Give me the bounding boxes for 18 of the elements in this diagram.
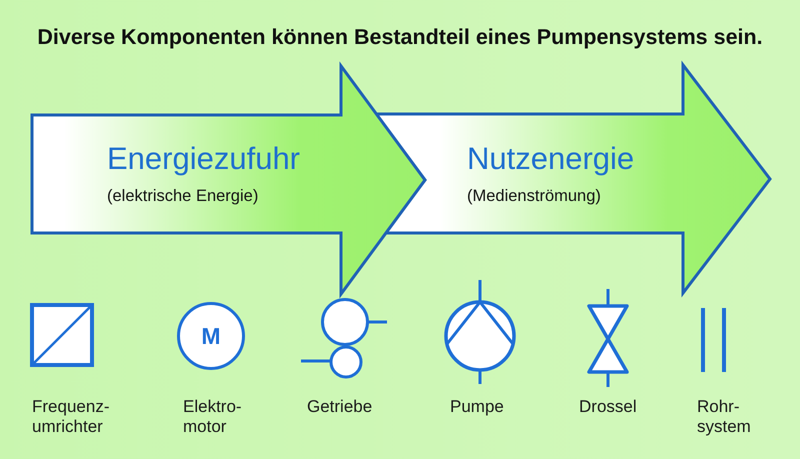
pump-symbol-icon: [442, 280, 518, 384]
pipe-symbol-icon: [700, 307, 728, 373]
symbol-caption: Rohr- system: [697, 397, 751, 437]
symbol-caption: Getriebe: [307, 397, 372, 417]
gear-pair-symbol-icon: [300, 297, 388, 380]
symbol-letter: M: [201, 324, 221, 348]
banner-heading: Nutzenergie: [467, 141, 634, 177]
title: Diverse Komponenten können Bestandteil eines Pumpensystems sein.: [37, 24, 763, 50]
banner-subtitle: (elektrische Energie): [107, 186, 258, 206]
symbol-caption: Frequenz- umrichter: [32, 397, 110, 437]
banner-subtitle: (Medienströmung): [467, 186, 601, 206]
converter-symbol-icon: [30, 303, 94, 367]
valve-symbol-icon: [585, 288, 631, 388]
banner-heading: Energiezufuhr: [107, 141, 300, 177]
symbol-caption: Drossel: [579, 397, 637, 417]
symbol-caption: Pumpe: [450, 397, 504, 417]
pointed-banner: [30, 63, 428, 297]
symbol-caption: Elektro- motor: [183, 397, 242, 437]
